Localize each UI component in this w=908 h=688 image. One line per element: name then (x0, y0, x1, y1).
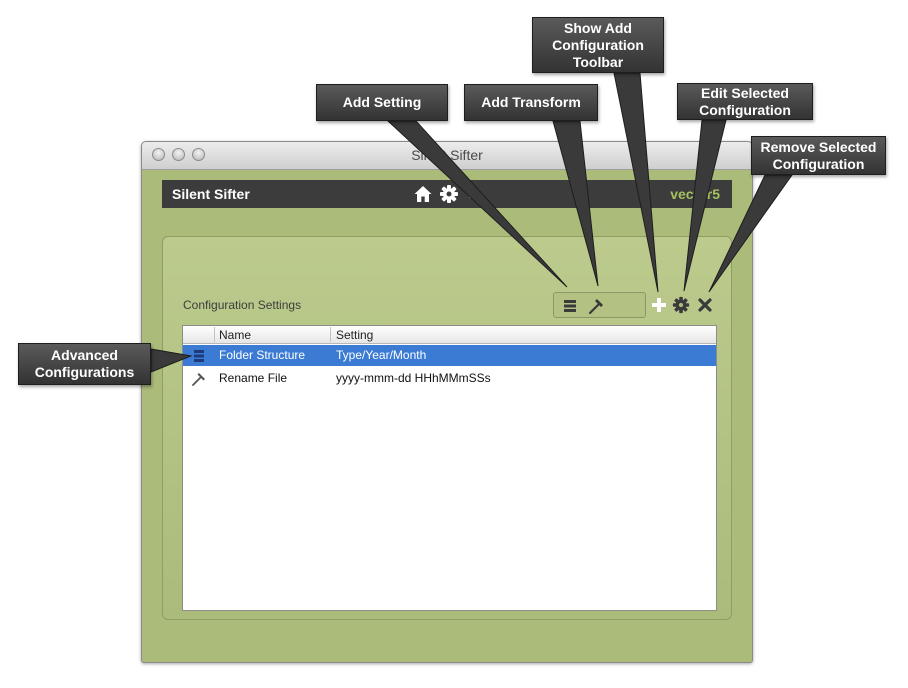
table-header: Name Setting (183, 326, 716, 344)
callout-text: Configuration (699, 101, 791, 118)
callout-advanced: Advanced Configurations (18, 343, 151, 385)
close-window-button[interactable] (152, 148, 165, 161)
table-row[interactable]: Folder Structure Type/Year/Month (183, 345, 716, 366)
section-label: Configuration Settings (183, 298, 302, 312)
add-transform-hammer-icon[interactable] (587, 296, 607, 316)
edit-gear-icon[interactable] (672, 296, 690, 314)
row-name: Rename File (219, 371, 288, 385)
table-row[interactable]: Rename File yyyy-mmm-dd HHhMMmSSs (183, 368, 716, 389)
callout-text: Edit Selected (701, 84, 789, 101)
configuration-table[interactable]: Name Setting Folder Structure Type/Year/… (182, 325, 717, 611)
callout-text: Show Add (564, 19, 632, 36)
list-icon (194, 350, 204, 362)
callout-add-transform: Add Transform (464, 84, 598, 121)
callout-text: Remove Selected (760, 138, 877, 155)
home-icon[interactable] (413, 184, 433, 204)
app-window: Silent Sifter Silent Sifter . vector5 Co… (141, 141, 753, 663)
add-configuration-toolbar (553, 292, 646, 318)
callout-text: Configuration (772, 155, 865, 172)
callout-remove-selected: Remove Selected Configuration (751, 136, 886, 175)
close-icon[interactable] (696, 296, 714, 314)
header-divider[interactable] (214, 327, 215, 342)
column-header-setting[interactable]: Setting (336, 328, 374, 342)
callout-text: Toolbar (572, 53, 624, 70)
minimize-window-button[interactable] (172, 148, 185, 161)
title-bar[interactable]: Silent Sifter (142, 142, 752, 170)
plus-icon[interactable] (650, 296, 668, 314)
callout-edit-selected: Edit Selected Configuration (677, 83, 813, 120)
callout-text: Configuration (552, 36, 644, 53)
callout-text: Add Setting (342, 94, 422, 110)
zoom-window-button[interactable] (192, 148, 205, 161)
hammer-icon (192, 373, 205, 386)
window-title: Silent Sifter (411, 147, 483, 163)
callout-add-setting: Add Setting (316, 84, 448, 121)
app-header: Silent Sifter . vector5 (162, 180, 732, 208)
callout-show-add-toolbar: Show Add Configuration Toolbar (532, 17, 664, 73)
callout-text: Add Transform (481, 94, 581, 110)
callout-text: Configurations (34, 364, 135, 380)
callout-text: Advanced (51, 347, 118, 363)
header-dot: . (468, 185, 472, 201)
row-name: Folder Structure (219, 348, 306, 362)
user-name[interactable]: vector5 (670, 186, 720, 202)
app-name: Silent Sifter (172, 186, 250, 202)
column-header-name[interactable]: Name (219, 328, 252, 342)
row-setting: Type/Year/Month (336, 348, 427, 362)
row-setting: yyyy-mmm-dd HHhMMmSSs (336, 371, 491, 385)
settings-gear-icon[interactable] (439, 184, 459, 204)
header-divider[interactable] (330, 327, 331, 342)
add-setting-list-icon[interactable] (560, 296, 580, 316)
